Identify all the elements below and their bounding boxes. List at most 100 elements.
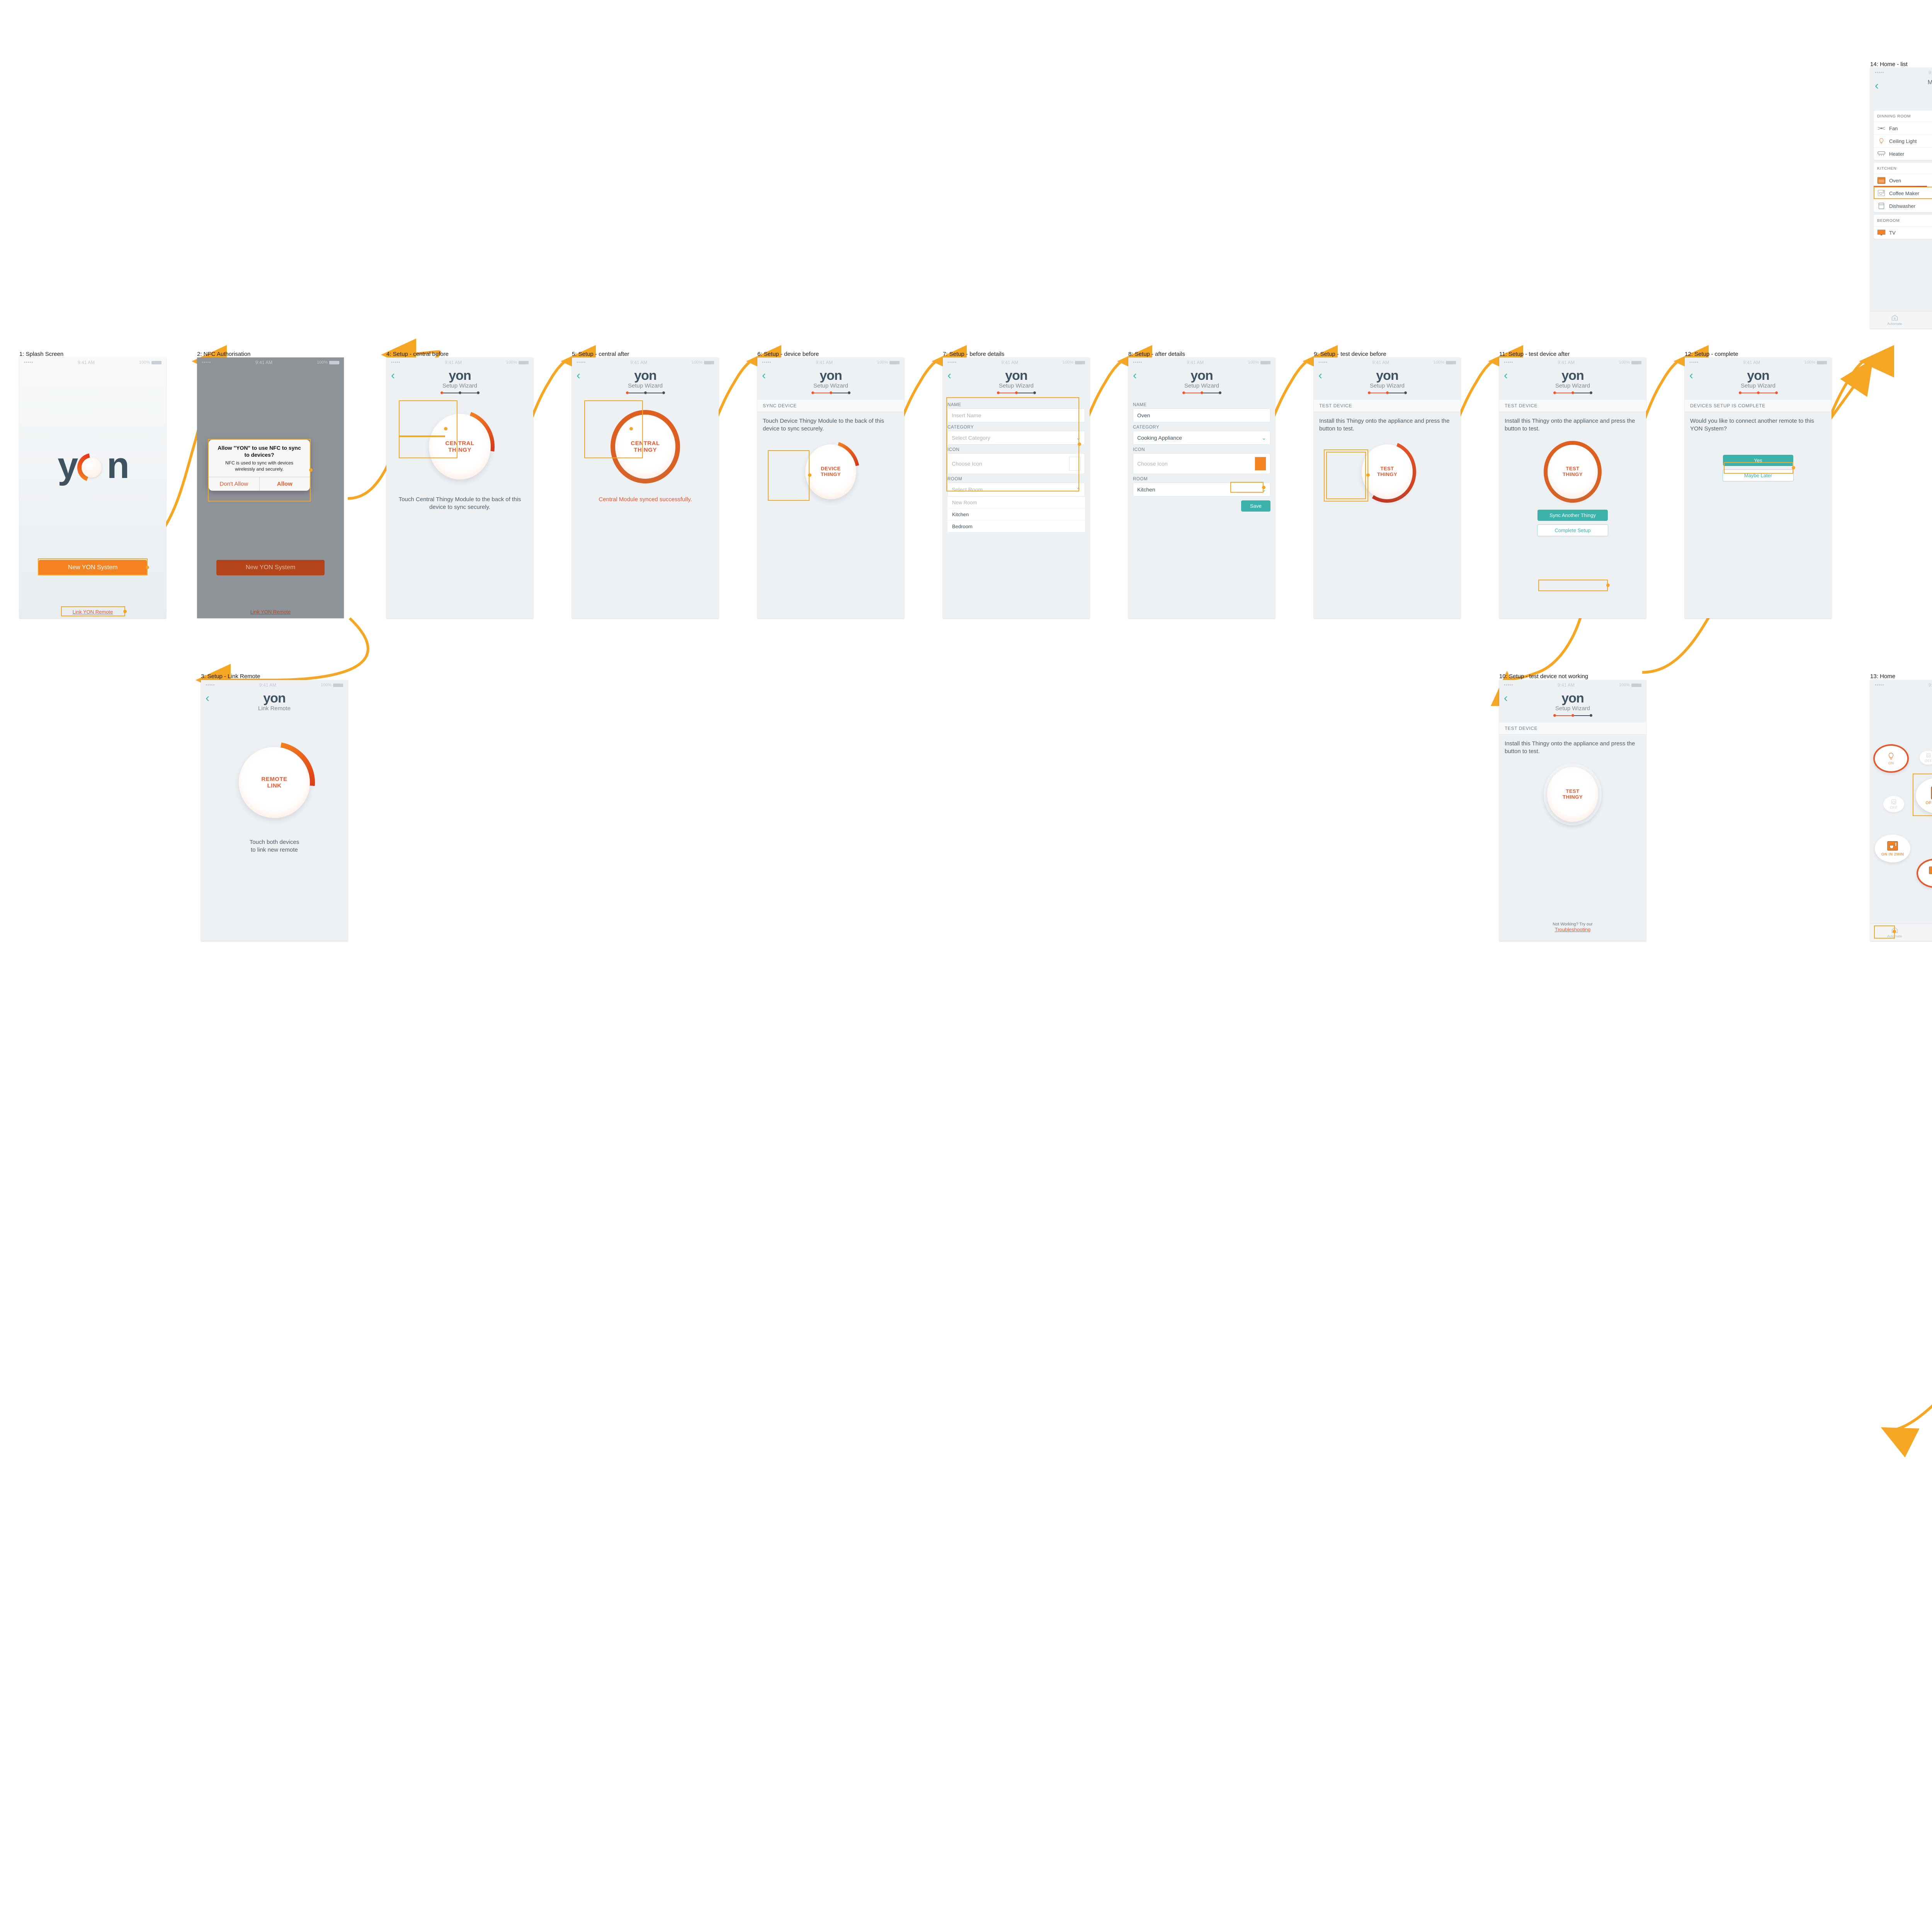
tab-devices[interactable]: Devices [1919, 311, 1932, 328]
hotspot[interactable] [309, 468, 313, 472]
room-select[interactable]: Kitchen⌄ [1133, 483, 1270, 497]
device-name: Dishwasher [1889, 203, 1915, 209]
category-select[interactable]: Select Category⌄ [947, 431, 1085, 445]
screen-title: 5: Setup - central after [572, 351, 629, 357]
tab-automate[interactable]: Automate [1870, 311, 1919, 328]
battery-label: 100% [691, 360, 702, 365]
room-option[interactable]: New Room [947, 497, 1085, 509]
nav-header: ‹ My Devices yon [1870, 78, 1932, 108]
back-icon[interactable]: ‹ [947, 369, 951, 382]
room-option[interactable]: Bedroom [947, 520, 1085, 532]
sync-another-thingy-button[interactable]: Sync Another Thingy [1537, 509, 1608, 521]
allow-button[interactable]: Allow [277, 481, 293, 488]
hotspot[interactable] [1078, 442, 1081, 446]
screen-nfc-auth[interactable]: ••••• 9:41 AM 100% yn New YON System Lin… [197, 357, 344, 618]
signal-icon: ••••• [206, 683, 215, 687]
back-icon[interactable]: ‹ [1875, 79, 1879, 92]
screen-subtitle: Link Remote [258, 705, 291, 712]
name-field[interactable]: Oven [1133, 408, 1270, 422]
tab-bar[interactable]: Automate Devices Settings [1870, 311, 1932, 328]
device-row[interactable]: Ceiling Light [1874, 135, 1932, 148]
complete-setup-button[interactable]: Complete Setup [1537, 524, 1608, 536]
back-icon[interactable]: ‹ [1504, 369, 1508, 382]
back-icon[interactable]: ‹ [577, 369, 580, 382]
room-select[interactable]: Select Room⌃ [947, 483, 1085, 497]
hotspot[interactable] [1366, 473, 1370, 477]
clock-text: 9:41 AM [255, 360, 273, 365]
bubble-speaker[interactable]: OFF [1920, 751, 1932, 765]
tab-devices[interactable]: Devices [1919, 924, 1932, 941]
dont-allow-button[interactable]: Don't Allow [209, 477, 260, 491]
highlight-box [1538, 580, 1608, 591]
nav-header: ‹ yon Setup Wizard [1499, 690, 1646, 723]
signal-icon: ••••• [391, 360, 401, 365]
maybe-later-button[interactable]: Maybe Later [1723, 469, 1794, 481]
screen-setup-link-remote[interactable]: ••••• 9:41 AM 100% ‹ yon Link Remote REM… [201, 680, 348, 941]
battery-icon [1260, 361, 1270, 364]
bubble-coffee-machine[interactable]: ON IN 2MIN [1873, 833, 1912, 864]
device-row[interactable]: Dishwasher [1874, 200, 1932, 212]
back-icon[interactable]: ‹ [1318, 369, 1322, 382]
back-icon[interactable]: ‹ [391, 369, 395, 382]
yes-button[interactable]: Yes [1723, 454, 1793, 466]
device-row[interactable]: Fan [1874, 122, 1932, 135]
icon-picker[interactable]: Choose Icon [947, 453, 1085, 474]
back-icon[interactable]: ‹ [1133, 369, 1137, 382]
category-select[interactable]: Cooking Appliance⌄ [1133, 431, 1270, 445]
battery-icon [1817, 361, 1827, 364]
device-row[interactable]: Coffee Maker ON in 2min [1874, 187, 1932, 200]
name-field[interactable]: Insert Name [947, 408, 1085, 422]
hotspot[interactable] [1606, 583, 1610, 587]
back-icon[interactable]: ‹ [1504, 692, 1508, 704]
hotspot[interactable] [808, 473, 811, 477]
hotspot[interactable] [1893, 930, 1896, 933]
bubble-washing-machine[interactable]: OFF [1883, 796, 1904, 812]
device-row[interactable]: Heater [1874, 148, 1932, 160]
back-icon[interactable]: ‹ [762, 369, 766, 382]
save-button[interactable]: Save [1241, 500, 1270, 512]
device-row[interactable]: Oven OFF in 9min [1874, 174, 1932, 187]
hotspot[interactable] [123, 610, 127, 613]
hotspot[interactable] [146, 566, 149, 569]
room-label: ROOM [1133, 477, 1148, 481]
hotspot[interactable] [1262, 486, 1265, 489]
hotspot[interactable] [629, 427, 633, 430]
bubble-ceiling-light[interactable]: ON [1873, 744, 1909, 773]
tv-icon [1929, 866, 1932, 874]
icon-picker[interactable]: Choose Icon [1133, 453, 1270, 474]
room-option[interactable]: Kitchen [947, 509, 1085, 520]
wizard-steps [386, 391, 533, 394]
troubleshooting-link[interactable]: Troubleshooting [1554, 927, 1591, 932]
link-yon-remote-link[interactable]: Link YON Remote [72, 609, 113, 615]
bubble-tv[interactable]: ON [1917, 859, 1932, 888]
icon-label: ICON [947, 447, 960, 452]
hotspot[interactable] [444, 427, 447, 430]
nfc-permission-dialog[interactable]: Allow "YON" to use NFC to sync to device… [209, 440, 310, 491]
back-icon[interactable]: ‹ [206, 692, 209, 704]
back-icon[interactable]: ‹ [1689, 369, 1693, 382]
hotspot[interactable] [1792, 466, 1795, 469]
device-row[interactable]: TV [1874, 226, 1932, 239]
battery-label: 100% [1433, 360, 1444, 365]
new-yon-system-button[interactable]: New YON System [39, 560, 147, 575]
screen-subtitle: Setup Wizard [1369, 383, 1405, 389]
